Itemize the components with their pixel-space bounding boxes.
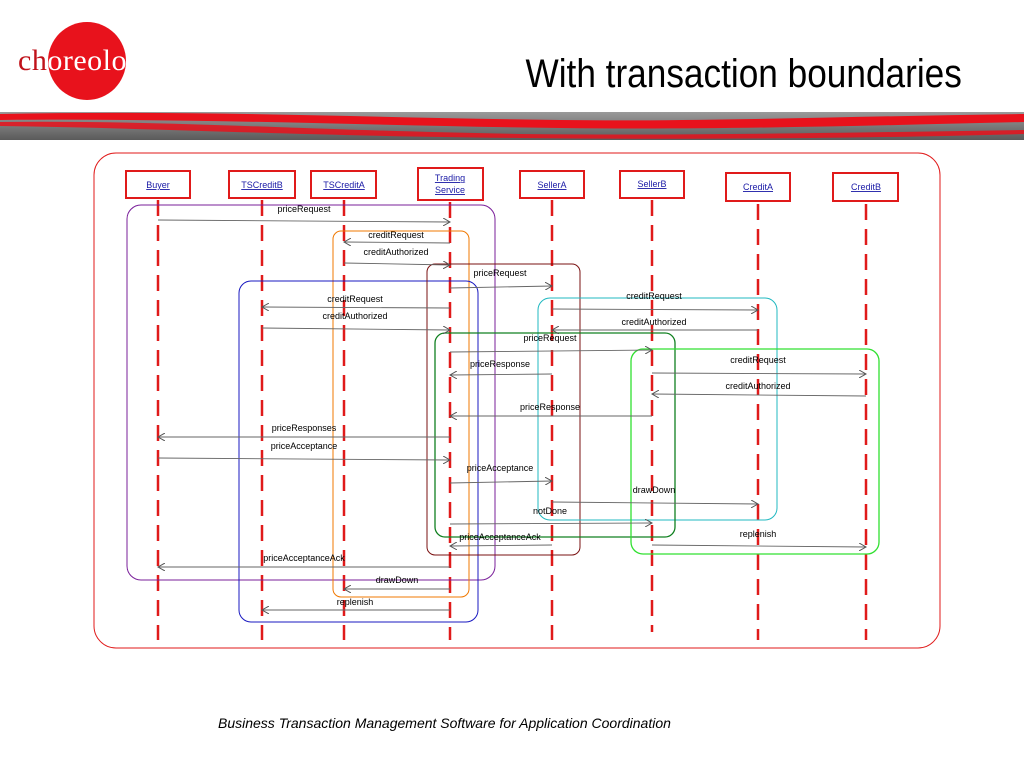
label-m22: drawDown — [376, 575, 419, 585]
boundary-lightgreen — [630, 348, 880, 555]
arrow-m7 — [261, 328, 450, 330]
label-m2: creditRequest — [368, 230, 424, 240]
participant-buyer-box — [125, 170, 191, 199]
arrow-m20 — [450, 545, 553, 546]
boundary-blue — [238, 280, 479, 623]
footer-tagline: Business Transaction Management Software… — [218, 715, 671, 731]
arrow-m5 — [262, 307, 451, 308]
participant-sellerb: SellerB — [637, 179, 666, 189]
arrow-m10 — [450, 374, 553, 375]
label-m12: creditAuthorized — [725, 381, 790, 391]
participant-creditb-box — [832, 172, 899, 202]
participant-tscredita-box — [310, 170, 377, 199]
arrow-m18 — [449, 523, 652, 524]
boundary-orange — [332, 230, 470, 598]
participant-credita: CreditA — [743, 182, 773, 192]
participant-credita-box — [725, 172, 791, 202]
label-m18: notDone — [533, 506, 567, 516]
header-band — [0, 112, 1024, 140]
label-m17: drawDown — [633, 485, 676, 495]
label-m3: creditAuthorized — [363, 247, 428, 257]
arrow-m4 — [449, 286, 552, 288]
participant-trading-line2: Service — [435, 185, 465, 195]
participant-tscredita: TSCreditA — [323, 180, 365, 190]
outer-boundary — [93, 152, 941, 649]
label-m11: creditRequest — [730, 355, 786, 365]
participant-trading-line1: Trading — [435, 173, 465, 183]
label-m16: priceAcceptance — [467, 463, 534, 473]
label-m15: priceAcceptance — [271, 441, 338, 451]
logo-circle — [48, 22, 126, 100]
label-m7: creditAuthorized — [322, 311, 387, 321]
boundary-teal — [537, 297, 778, 521]
label-m9: priceRequest — [523, 333, 577, 343]
label-m4: priceRequest — [473, 268, 527, 278]
arrow-m16 — [449, 481, 552, 483]
logo-rest: oreology — [47, 44, 158, 77]
participant-tscreditb: TSCreditB — [241, 180, 283, 190]
participant-creditb: CreditB — [851, 182, 881, 192]
participant-sellera: SellerA — [537, 180, 566, 190]
label-m10: priceResponse — [470, 359, 530, 369]
boundary-maroon — [426, 263, 581, 556]
label-m13: priceResponse — [520, 402, 580, 412]
label-m6: creditRequest — [626, 291, 682, 301]
boundary-purple — [126, 204, 496, 581]
label-m20: priceAcceptanceAck — [459, 532, 541, 542]
participant-trading-service-box — [417, 167, 484, 201]
arrow-m11 — [651, 373, 866, 374]
logo-wordmark: choreology — [18, 44, 158, 78]
arrow-m2 — [344, 242, 451, 243]
arrow-m9 — [449, 350, 652, 352]
label-m14: priceResponses — [272, 423, 337, 433]
logo-prefix: ch — [18, 44, 48, 77]
slide-title: With transaction boundaries — [525, 52, 962, 96]
participant-tscreditb-box — [228, 170, 296, 199]
arrow-m3 — [343, 263, 450, 265]
label-m1: priceRequest — [277, 204, 331, 214]
label-m5: creditRequest — [327, 294, 383, 304]
participant-sellera-box — [519, 170, 585, 199]
arrow-m19 — [651, 545, 866, 547]
label-m21: priceAcceptanceAck — [263, 553, 345, 563]
label-m8: creditAuthorized — [621, 317, 686, 327]
arrow-m12 — [652, 394, 867, 396]
arrow-m17 — [551, 502, 758, 504]
label-m19: replenish — [740, 529, 777, 539]
arrow-m6 — [551, 309, 758, 310]
participant-buyer: Buyer — [146, 180, 170, 190]
participant-sellerb-box — [619, 170, 685, 199]
arrow-m15 — [157, 458, 450, 460]
arrow-m1 — [157, 220, 450, 222]
label-m23: replenish — [337, 597, 374, 607]
